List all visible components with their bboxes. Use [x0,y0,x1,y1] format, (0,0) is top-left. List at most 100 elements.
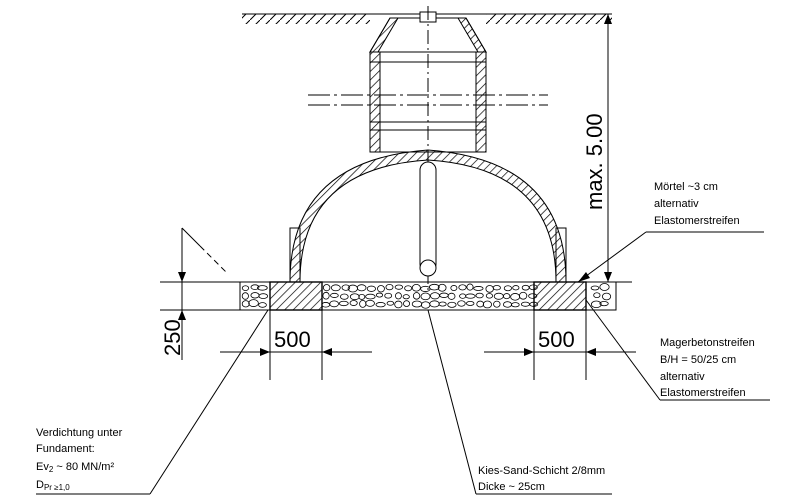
gravel-stone [466,283,474,291]
gravel-stone [258,302,267,308]
compaction-dpr: DPr ≥1,0 [36,479,70,492]
gravel-stone [485,293,493,299]
lean-concrete-line-4: Elastomerstreifen [660,387,746,399]
gravel-stone [511,302,520,308]
gravel-stone [322,284,331,292]
gravel-stone [411,283,421,292]
gravel-stone [241,292,249,300]
gravel-stone [458,284,467,291]
gravel-stone [356,284,367,292]
gravel-stone [375,292,384,298]
gravel-stone [386,300,395,306]
gravel-stone [447,292,456,300]
leader-lines [36,231,770,495]
gravel-stone [437,283,447,292]
gravel-stone [450,285,458,292]
gravel-stone [412,292,421,300]
gravel-stone [365,293,376,300]
gravel-stone [599,301,609,307]
right-width-label: 500 [538,327,575,352]
gravel-stone [457,300,466,307]
gravel-stone [493,292,504,300]
gravel-stone [599,283,610,291]
compaction-ev2: Ev2 ~ 80 MN/m² [36,461,114,474]
left-width-dimension: 500 [220,310,372,380]
lean-concrete-line-1: Magerbetonstreifen [660,337,755,349]
depth-dimension: 250 [160,227,240,360]
depth-dimension-label: 250 [160,319,185,356]
gravel-stone [430,292,440,300]
gravel-stone [438,301,447,307]
gravel-stone [492,285,501,291]
gravel-stone [359,299,367,308]
gravel-stone [475,292,484,299]
foundation-strips [269,281,587,311]
gravel-stone [248,299,259,307]
compaction-line-1: Verdichtung unter [36,427,123,439]
gravel-stone [459,293,467,299]
gravel-stone [349,293,360,301]
gravel-stone [366,285,376,292]
gravel-stone [338,300,349,307]
gravel-stone [384,292,393,299]
height-dimension: max. 5.00 [566,14,632,283]
gravel-stone [375,302,386,308]
gravel-stone [429,300,440,308]
gravel-stone [340,293,349,300]
gravel-stone [341,284,351,291]
gravel-stone [602,292,612,301]
gravel-stone [510,293,521,301]
gravel-stone [493,300,501,308]
lean-concrete-annotation: Magerbetonstreifen B/H = 50/25 cm altern… [660,337,755,399]
gravel-stone [330,284,341,292]
compaction-line-2: Fundament: [36,443,95,455]
gravel-stone [241,285,250,291]
gravel-annotation: Kies-Sand-Schicht 2/8mm Dicke ~ 25cm [478,465,605,493]
height-dimension-label: max. 5.00 [582,113,607,210]
gravel-stone [439,292,449,298]
gravel-stone [428,283,440,291]
mortar-line-1: Mörtel ~3 cm [654,181,718,193]
gravel-stone [394,300,403,309]
gravel-stone [503,285,512,292]
gravel-stone [250,292,260,299]
gravel-stone [482,300,492,309]
gravel-stone [447,301,457,308]
gravel-stone [519,291,528,300]
pipe-axis-lines [308,94,548,106]
gravel-stone [485,285,494,293]
gravel-stone [466,300,475,306]
gravel-stone [593,292,601,299]
gravel-line-2: Dicke ~ 25cm [478,481,545,493]
gravel-stone [402,294,410,300]
mortar-annotation: Mörtel ~3 cm alternativ Elastomerstreife… [654,181,740,227]
gravel-stone [503,301,512,308]
gravel-stone [590,285,600,291]
gravel-stone [590,300,602,309]
dome-chamber [289,149,567,283]
gravel-stone [250,284,260,290]
lean-concrete-line-2: B/H = 50/25 cm [660,354,736,366]
gravel-stone [403,300,411,307]
gravel-stone [241,300,250,308]
gravel-stone [520,301,530,307]
gravel-stone [330,292,339,298]
mortar-line-3: Elastomerstreifen [654,215,740,227]
gravel-stone [349,300,358,306]
gravel-stone [377,285,385,293]
gravel-stone [476,300,485,308]
mortar-line-2: alternativ [654,198,699,210]
gravel-stone [394,284,404,290]
gravel-stone [258,293,269,299]
left-width-label: 500 [274,327,311,352]
compaction-annotation: Verdichtung unter Fundament: Ev2 ~ 80 MN… [36,427,123,492]
lean-concrete-line-3: alternativ [660,371,705,383]
gravel-stone [365,299,375,307]
gravel-stone [465,293,476,299]
gravel-stone [420,292,431,301]
gravel-stone [411,300,423,308]
gravel-stone [420,285,431,292]
gravel-line-1: Kies-Sand-Schicht 2/8mm [478,465,605,477]
gravel-stone [521,284,530,291]
